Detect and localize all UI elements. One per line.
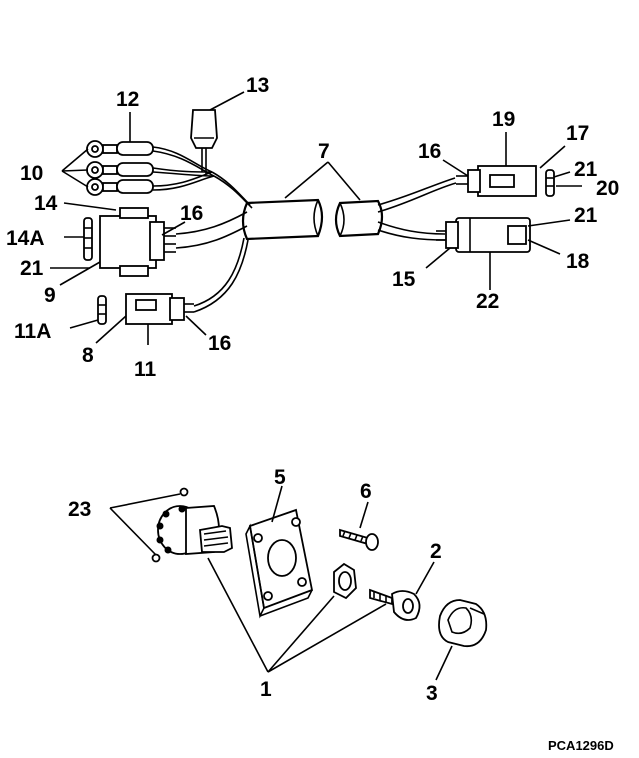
harness-sheath	[241, 198, 384, 241]
wire-sleeves	[116, 141, 154, 194]
callout-11: 11	[134, 358, 157, 381]
ignition-switch-assembly: 23 5 6 2 3 1	[68, 466, 488, 705]
callout-18: 18	[566, 250, 590, 273]
callout-16-right: 16	[418, 140, 441, 163]
callout-22: 22	[476, 290, 499, 313]
ignition-switch	[156, 505, 233, 555]
two-pin-connector	[125, 237, 249, 325]
callout-16-left: 16	[180, 202, 203, 225]
callout-5: 5	[274, 466, 286, 489]
callout-17: 17	[566, 122, 589, 145]
callout-23: 23	[68, 498, 91, 521]
callout-6: 6	[360, 480, 372, 503]
callout-21-left: 21	[20, 257, 44, 280]
right-branch-wires	[377, 177, 457, 241]
callout-10: 10	[20, 162, 43, 185]
callout-15: 15	[392, 268, 416, 291]
callout-3: 3	[426, 682, 438, 705]
callout-16-bottom: 16	[208, 332, 231, 355]
three-pin-connector	[99, 207, 248, 277]
connector-22	[436, 217, 531, 253]
callout-8: 8	[82, 344, 94, 367]
ring-terminals	[86, 140, 118, 196]
ignition-key	[369, 588, 421, 621]
callout-14: 14	[34, 192, 58, 215]
seal-pin-14a	[83, 217, 93, 261]
callout-14a: 14A	[6, 227, 45, 250]
callout-21-lower: 21	[574, 204, 598, 227]
figure-code: PCA1296D	[548, 738, 614, 753]
harness-leader-lines	[50, 91, 582, 345]
wiring-harness: 12 13 10 7 14 16 14A 21 9 11A 8 11 16 16…	[6, 74, 619, 381]
terminal-wires	[152, 146, 253, 209]
callout-21-upper: 21	[574, 158, 598, 181]
bullet-connector	[190, 109, 218, 149]
callout-12: 12	[116, 88, 139, 111]
seal-pin-11a	[97, 295, 107, 325]
callout-9: 9	[44, 284, 56, 307]
callout-7: 7	[318, 140, 330, 163]
callout-20: 20	[596, 177, 619, 200]
mounting-plate	[245, 508, 314, 619]
seal-pin-21-upper	[545, 169, 555, 197]
callout-11a: 11A	[14, 320, 51, 343]
screw-6	[339, 528, 379, 551]
retaining-nut	[333, 562, 357, 600]
callout-19: 19	[492, 108, 515, 131]
connector-19	[456, 165, 537, 197]
switch-leader-lines	[109, 485, 453, 681]
callout-2: 2	[430, 540, 442, 563]
switch-boot	[438, 599, 488, 648]
callout-1: 1	[260, 678, 272, 701]
callout-13: 13	[246, 74, 269, 97]
